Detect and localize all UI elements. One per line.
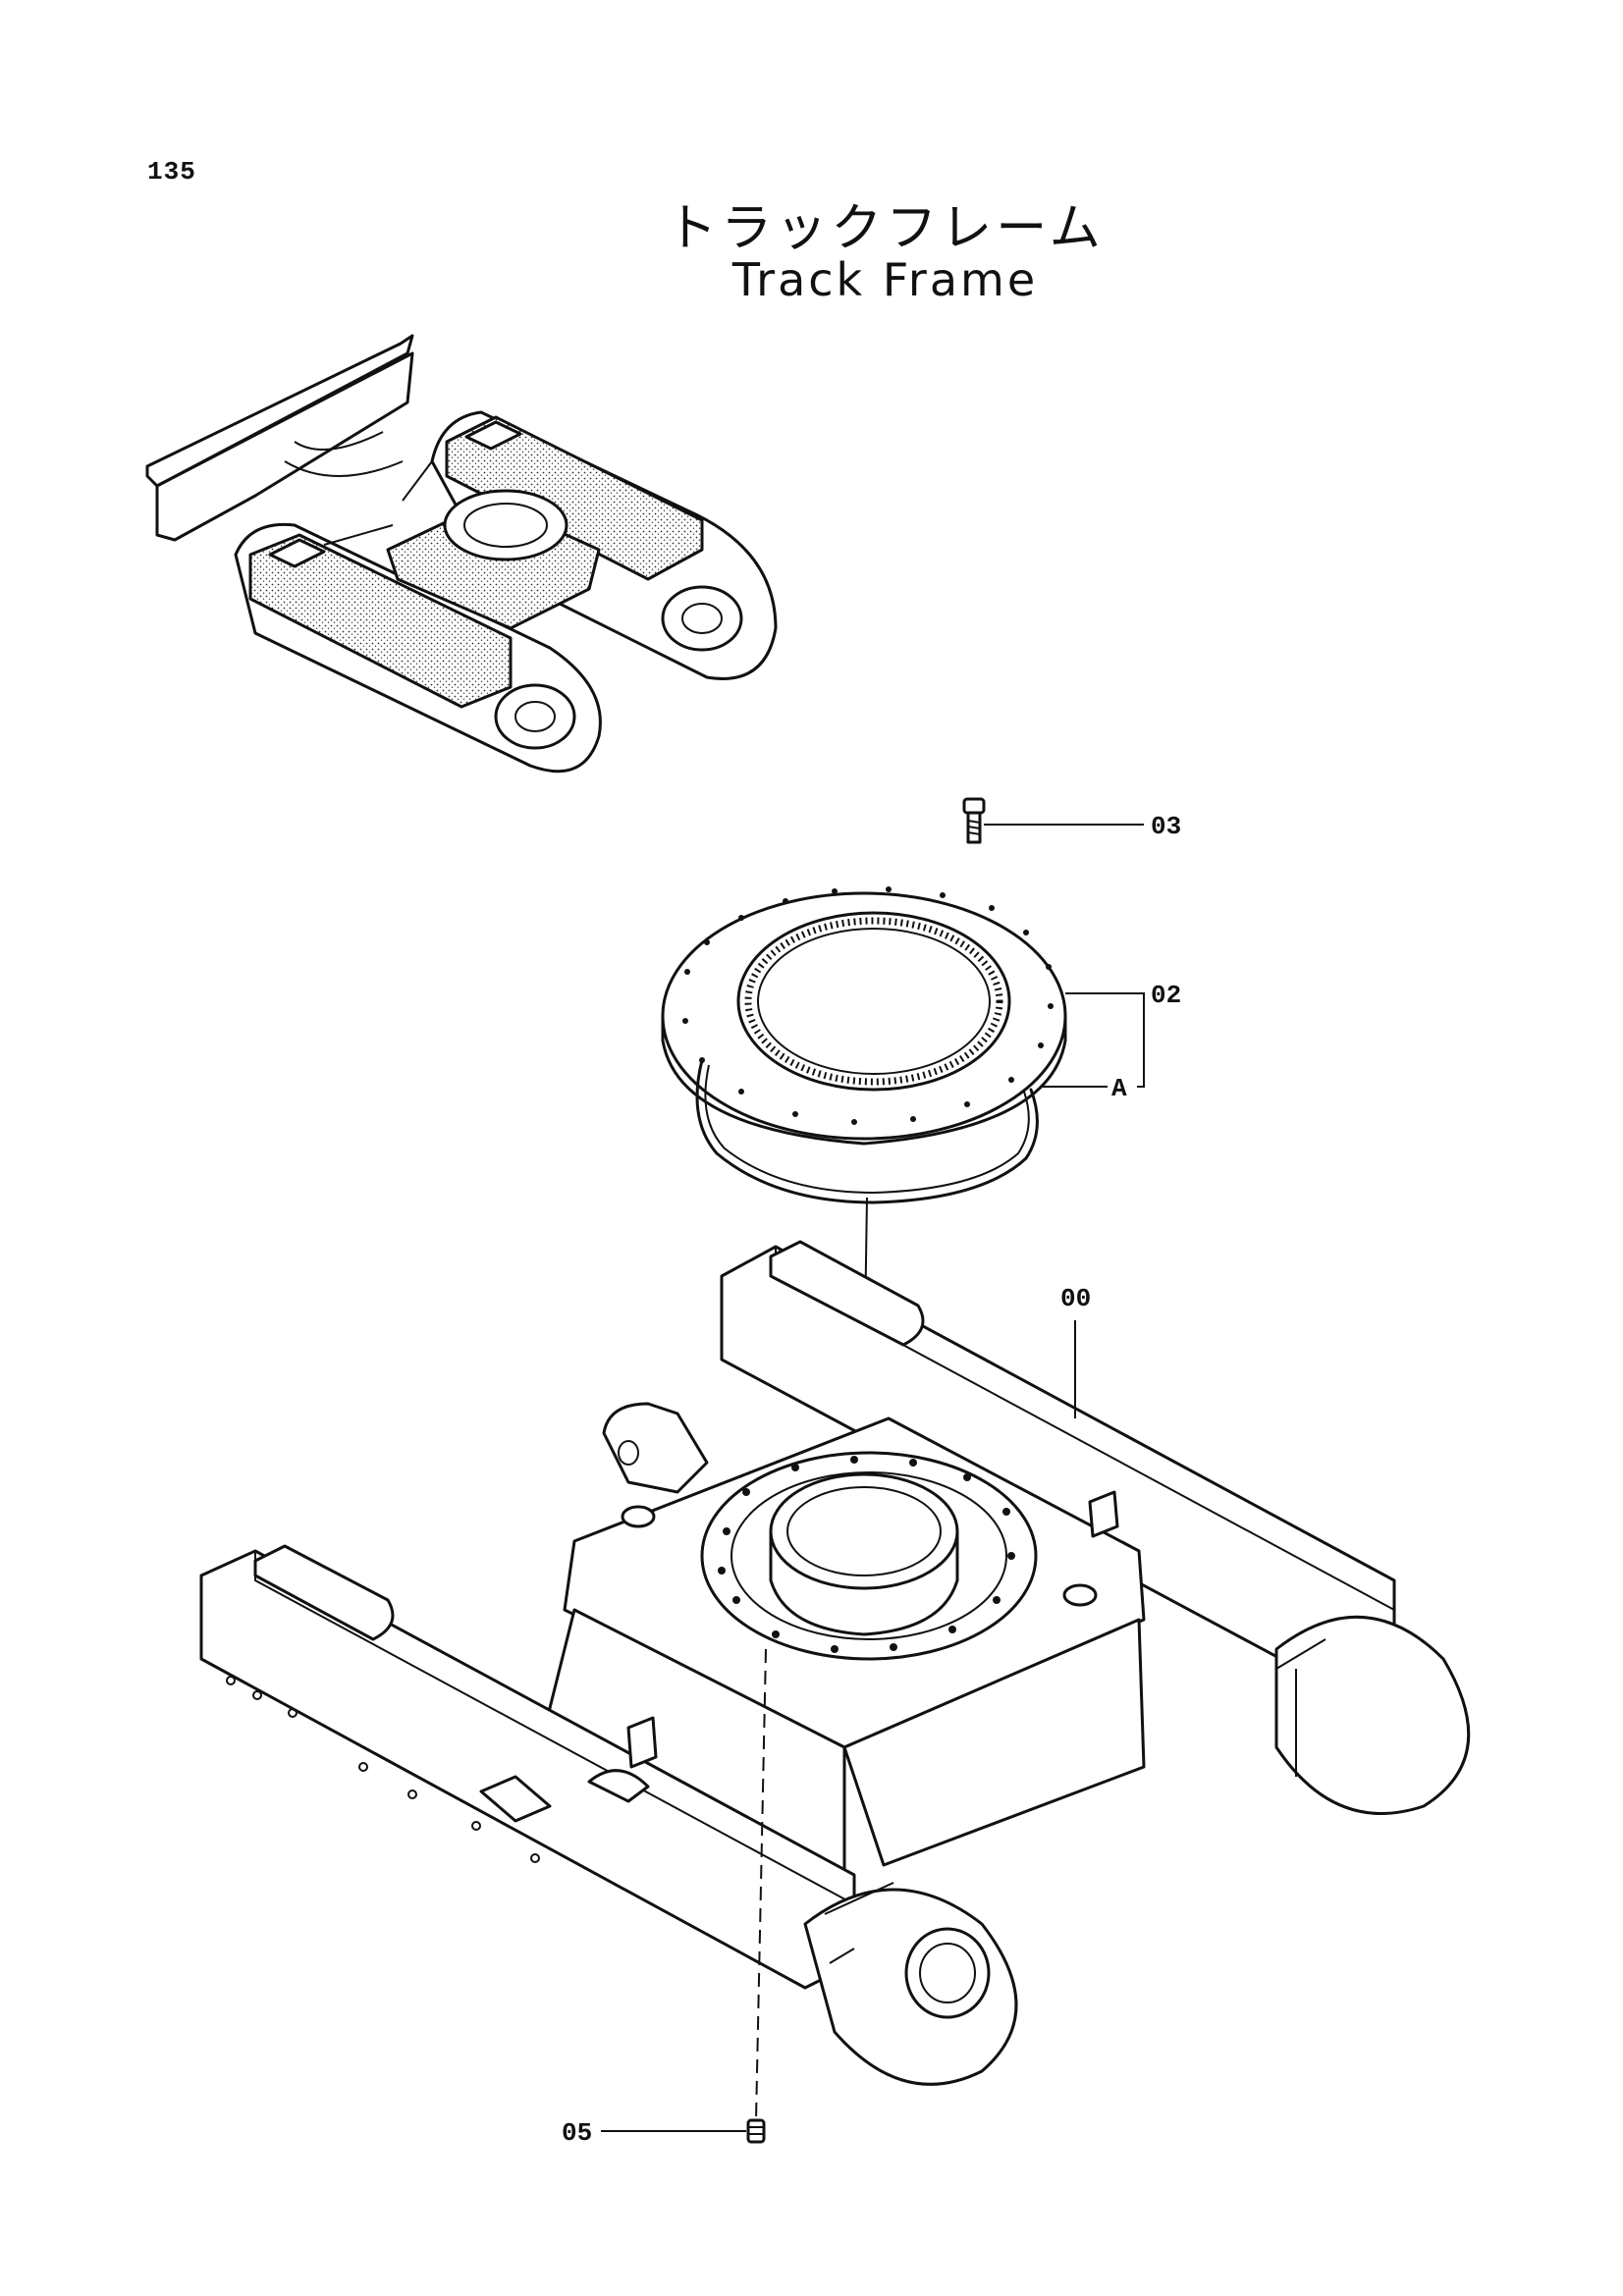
part-00-track-frame [199, 1240, 1471, 2121]
callout-05: 05 [562, 2118, 592, 2148]
drain-dashed-line [755, 1648, 767, 2121]
page-title-japanese: トラックフレーム [666, 199, 1105, 258]
part-05-plug [746, 2118, 766, 2144]
part-02-swing-bearing [661, 886, 1067, 1146]
page-title-english: Track Frame [731, 253, 1039, 306]
bracket-02-A [1137, 992, 1145, 1088]
callout-A: A [1111, 1074, 1127, 1103]
callout-02: 02 [1151, 981, 1181, 1010]
part-03-bolt [962, 797, 986, 844]
overview-illustration [145, 334, 778, 774]
callout-03: 03 [1151, 812, 1181, 841]
callout-00: 00 [1060, 1284, 1091, 1313]
page-number: 135 [147, 157, 196, 187]
